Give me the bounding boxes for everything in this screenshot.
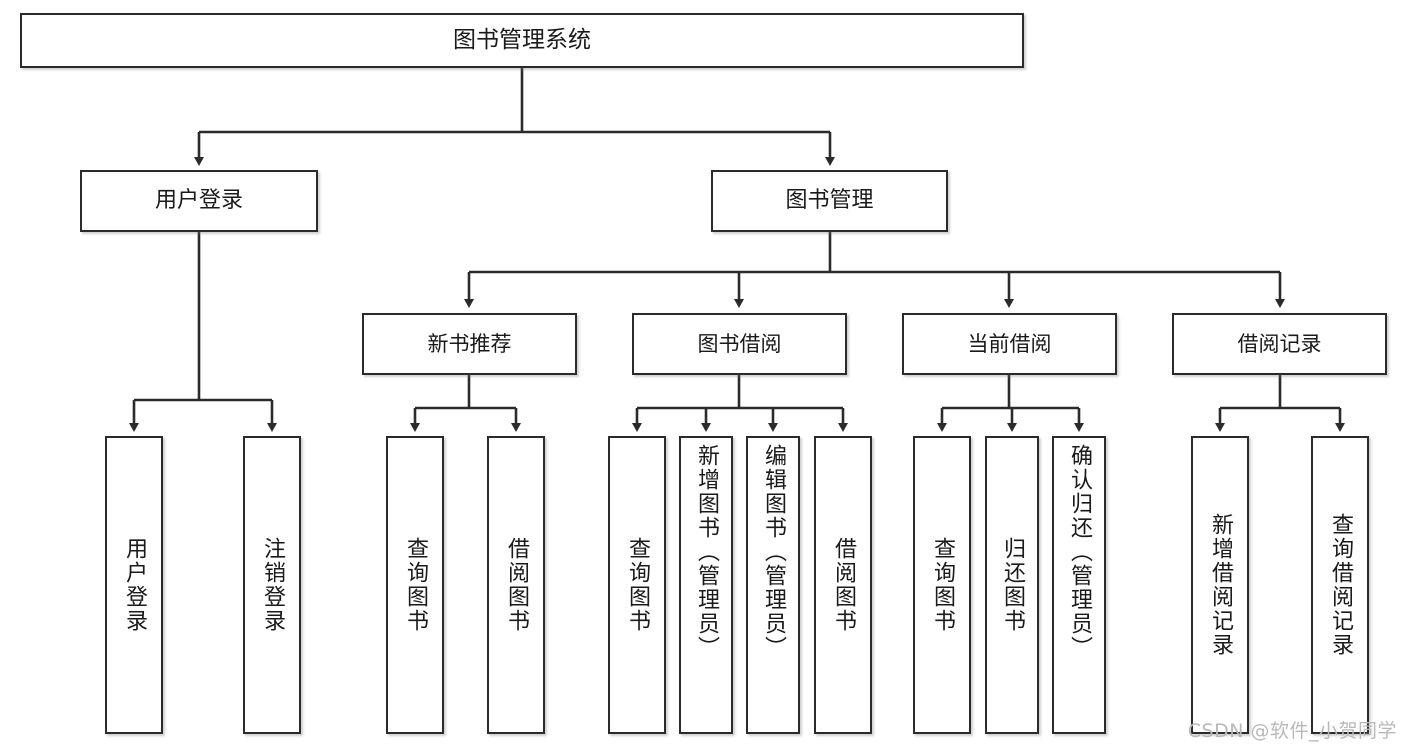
node-label: 查询图书 [402, 537, 428, 633]
node-new-book-recommend[interactable]: 新书推荐 [362, 313, 577, 375]
node-label: 新增图书（管理员） [693, 444, 719, 660]
node-root-system[interactable]: 图书管理系统 [20, 13, 1024, 68]
node-user-login[interactable]: 用户登录 [80, 170, 318, 232]
node-label: 新增借阅记录 [1207, 513, 1233, 657]
node-label: 借阅图书 [830, 537, 856, 633]
node-label: 图书管理 [785, 188, 874, 214]
node-label: 新书推荐 [427, 331, 512, 356]
leaf-add-borrow-record[interactable]: 新增借阅记录 [1191, 436, 1249, 734]
leaf-query-book-borrow[interactable]: 查询图书 [608, 436, 666, 734]
leaf-logout[interactable]: 注销登录 [243, 436, 301, 734]
node-label: 图书借阅 [697, 331, 782, 356]
node-label: 注销登录 [259, 537, 285, 633]
leaf-return-book[interactable]: 归还图书 [985, 436, 1039, 734]
leaf-edit-book-admin[interactable]: 编辑图书（管理员） [746, 436, 800, 734]
node-label: 查询借阅记录 [1327, 513, 1353, 657]
leaf-add-book-admin[interactable]: 新增图书（管理员） [679, 436, 733, 734]
csdn-watermark: CSDN @软件_小贺同学 [1187, 720, 1397, 742]
leaf-query-book-current[interactable]: 查询图书 [913, 436, 971, 734]
leaf-borrow-book-recommend[interactable]: 借阅图书 [487, 436, 545, 734]
node-label: 归还图书 [999, 537, 1025, 633]
node-label: 用户登录 [154, 188, 243, 214]
leaf-borrow-book[interactable]: 借阅图书 [814, 436, 872, 734]
node-label: 确认归还（管理员） [1066, 444, 1092, 660]
node-label: 图书管理系统 [453, 26, 591, 53]
node-label: 当前借阅 [967, 331, 1052, 356]
leaf-user-login[interactable]: 用户登录 [105, 436, 163, 734]
leaf-confirm-return-admin[interactable]: 确认归还（管理员） [1052, 436, 1106, 734]
node-label: 编辑图书（管理员） [760, 444, 786, 660]
node-label: 用户登录 [121, 537, 147, 633]
leaf-query-borrow-record[interactable]: 查询借阅记录 [1311, 436, 1369, 734]
leaf-query-book-recommend[interactable]: 查询图书 [386, 436, 444, 734]
node-label: 借阅图书 [503, 537, 529, 633]
node-label: 查询图书 [929, 537, 955, 633]
node-label: 查询图书 [624, 537, 650, 633]
node-book-borrow[interactable]: 图书借阅 [632, 313, 847, 375]
node-current-borrow[interactable]: 当前借阅 [902, 313, 1117, 375]
node-label: 借阅记录 [1237, 331, 1322, 356]
node-book-management[interactable]: 图书管理 [711, 170, 948, 232]
node-borrow-records[interactable]: 借阅记录 [1172, 313, 1387, 375]
